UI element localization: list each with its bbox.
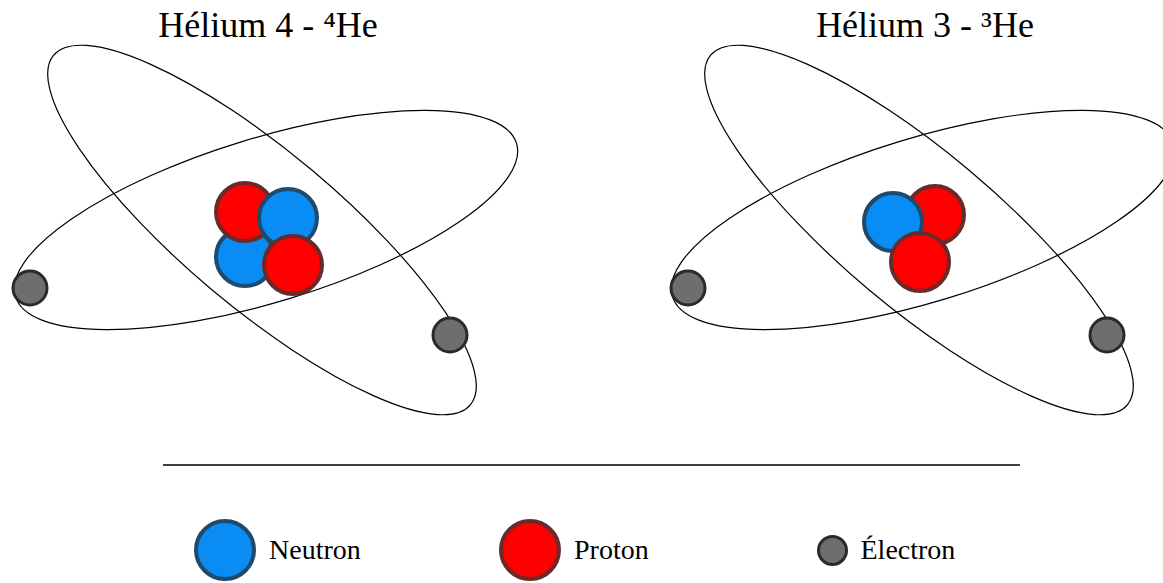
orbit [3,0,520,465]
electron [1090,318,1124,352]
legend-item: Neutron [193,518,361,582]
legend-swatch [196,521,254,579]
separator-line [163,464,1020,466]
legend-label: Proton [574,534,649,566]
legend-label: Neutron [269,534,361,566]
legend-item: Proton [498,518,649,582]
legend-swatch-holder [193,518,257,582]
proton [264,236,322,294]
legend-swatch [501,521,559,579]
electron [433,318,467,352]
helium4-atom [0,0,541,465]
orbit [0,65,541,375]
atom-heading: Hélium 3 - ³He [816,6,1034,46]
helium3-atom [648,0,1163,465]
orbit [648,65,1163,375]
atom-heading: Hélium 4 - ⁴He [158,6,378,46]
legend-item: Électron [816,534,956,567]
legend-swatch-holder [498,518,562,582]
electron [671,271,705,305]
electron [13,271,47,305]
proton [891,233,949,291]
legend-label: Électron [861,534,956,566]
legend-swatch-holder [816,534,849,567]
legend-swatch [818,536,846,564]
orbit [660,0,1163,465]
